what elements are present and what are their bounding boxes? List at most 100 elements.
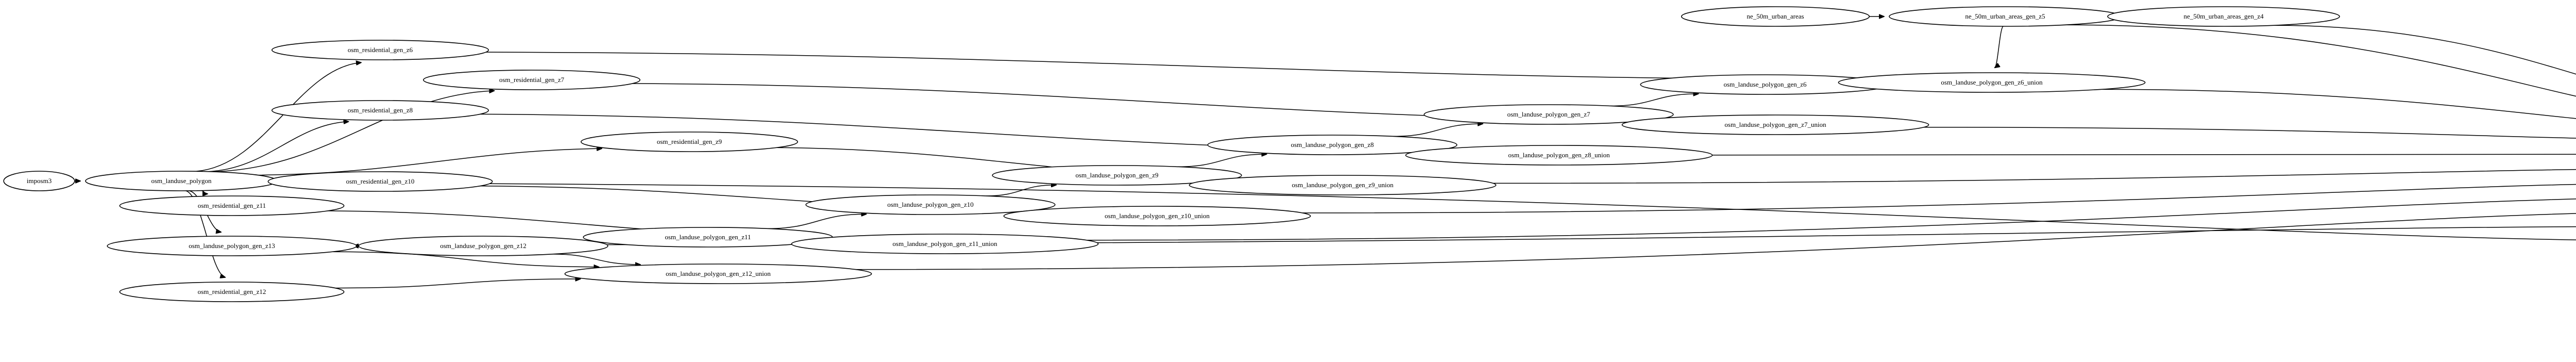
node-label: osm_landuse_polygon_gen_z13 — [189, 242, 275, 250]
node-layer: imposm3 osm_landuse_polygon osm_residentia… — [3, 6, 2340, 302]
graph-edge — [2274, 25, 2576, 75]
node-ellipse[interactable] — [107, 236, 357, 256]
node-ellipse[interactable] — [1405, 145, 1713, 166]
node-label: osm_landuse_polygon_gen_z8 — [1291, 141, 1374, 149]
graph-edge — [552, 254, 640, 265]
node-label: osm_residential_gen_z8 — [348, 106, 413, 114]
graph-edge — [2102, 89, 2576, 119]
graph-edge — [486, 52, 1840, 79]
node-ellipse[interactable] — [272, 40, 489, 60]
node-label: osm_landuse_polygon_gen_z12 — [440, 242, 527, 250]
node-ellipse[interactable] — [119, 282, 345, 302]
node-label: osm_landuse_polygon_gen_z12_union — [666, 270, 771, 277]
node-label: osm_residential_gen_z9 — [657, 138, 722, 145]
graph-node-osm_landuse_polygon_gen_z7[interactable]: osm_landuse_polygon_gen_z7 — [1423, 104, 1674, 125]
node-label: imposm3 — [27, 177, 52, 185]
graph-edge — [1610, 94, 1699, 107]
node-label: osm_landuse_polygon_gen_z9_union — [1292, 181, 1394, 189]
node-ellipse[interactable] — [3, 171, 75, 191]
node-label: ne_50m_urban_areas_gen_z5 — [1965, 12, 2045, 20]
graph-edge — [1493, 169, 2576, 184]
node-label: osm_landuse_polygon_gen_z10_union — [1105, 212, 1210, 220]
node-ellipse[interactable] — [1681, 6, 1870, 27]
graph-node-osm_landuse_polygon_gen_z6_union[interactable]: osm_landuse_polygon_gen_z6_union — [1838, 72, 2146, 93]
node-ellipse[interactable] — [992, 165, 1242, 186]
graph-node-osm_landuse_polygon_gen_z12[interactable]: osm_landuse_polygon_gen_z12 — [358, 236, 608, 256]
node-ellipse[interactable] — [1621, 114, 1929, 135]
node-label: ne_50m_urban_areas_gen_z4 — [2183, 12, 2264, 20]
graph-edge — [1924, 126, 2576, 139]
graph-node-osm_landuse_polygon[interactable]: osm_landuse_polygon — [85, 171, 278, 191]
node-ellipse[interactable] — [1423, 104, 1674, 125]
graph-edge — [208, 122, 348, 172]
graph-edge — [1393, 124, 1483, 137]
graph-node-ne_50m_urban_areas[interactable]: ne_50m_urban_areas — [1681, 6, 1870, 27]
node-label: ne_50m_urban_areas — [1747, 12, 1804, 20]
node-label: osm_landuse_polygon_gen_z6_union — [1941, 78, 2043, 86]
graph-edge — [196, 62, 362, 172]
node-ellipse[interactable] — [2107, 6, 2340, 27]
graph-node-osm_residential_gen_z10[interactable]: osm_residential_gen_z10 — [267, 171, 493, 192]
node-label: osm_residential_gen_z10 — [346, 177, 415, 185]
node-label: osm_landuse_polygon_gen_z9 — [1075, 171, 1158, 179]
graph-node-osm_residential_gen_z11[interactable]: osm_residential_gen_z11 — [119, 195, 345, 216]
edge-layer — [74, 17, 2576, 289]
node-label: osm_landuse_polygon_gen_z6 — [1723, 80, 1807, 88]
graph-node-osm_landuse_polygon_gen_z8[interactable]: osm_landuse_polygon_gen_z8 — [1207, 135, 1458, 155]
graph-edge — [855, 213, 2576, 270]
graph-node-osm_residential_gen_z9[interactable]: osm_residential_gen_z9 — [581, 131, 798, 152]
graph-node-ne_50m_urban_areas_gen_z5[interactable]: ne_50m_urban_areas_gen_z5 — [1889, 6, 2122, 27]
node-ellipse[interactable] — [1838, 72, 2146, 93]
graph-edge — [258, 149, 602, 176]
node-ellipse[interactable] — [564, 264, 872, 284]
graph-node-osm_landuse_polygon_gen_z11[interactable]: osm_landuse_polygon_gen_z11 — [583, 227, 833, 248]
graph-node-osm_landuse_polygon_gen_z10[interactable]: osm_landuse_polygon_gen_z10 — [805, 194, 1056, 215]
graph-node-osm_landuse_polygon_gen_z11_union[interactable]: osm_landuse_polygon_gen_z11_union — [791, 234, 1099, 254]
node-ellipse[interactable] — [119, 195, 345, 216]
node-ellipse[interactable] — [272, 100, 489, 121]
graph-node-osm_residential_gen_z6[interactable]: osm_residential_gen_z6 — [272, 40, 489, 60]
graph-node-osm_landuse_polygon_gen_z13[interactable]: osm_landuse_polygon_gen_z13 — [107, 236, 357, 256]
node-label: osm_landuse_polygon_gen_z7 — [1507, 110, 1590, 118]
graph-edge — [2065, 24, 2576, 97]
graph-edge — [213, 91, 494, 172]
node-ellipse[interactable] — [791, 234, 1099, 254]
graph-edge — [275, 183, 2576, 240]
graph-node-osm_residential_gen_z12[interactable]: osm_residential_gen_z12 — [119, 282, 345, 302]
graph-node-osm_landuse_polygon_gen_z12_union[interactable]: osm_landuse_polygon_gen_z12_union — [564, 264, 872, 284]
graph-node-osm_landuse_polygon_gen_z7_union[interactable]: osm_landuse_polygon_gen_z7_union — [1621, 114, 1929, 135]
node-label: osm_landuse_polygon_gen_z8_union — [1508, 151, 1610, 159]
node-ellipse[interactable] — [358, 236, 608, 256]
graph-node-imposm3[interactable]: imposm3 — [3, 171, 75, 191]
graph-node-ne_50m_urban_areas_gen_z4[interactable]: ne_50m_urban_areas_gen_z4 — [2107, 6, 2340, 27]
graph-edge — [1995, 26, 2004, 68]
graph-node-osm_landuse_polygon_gen_z9[interactable]: osm_landuse_polygon_gen_z9 — [992, 165, 1242, 186]
node-label: osm_landuse_polygon — [151, 177, 212, 185]
graph-node-osm_residential_gen_z7[interactable]: osm_residential_gen_z7 — [423, 70, 640, 90]
node-label: osm_residential_gen_z6 — [348, 46, 413, 54]
graph-edge — [986, 185, 1056, 196]
graph-edge — [1086, 199, 2576, 241]
graph-node-osm_landuse_polygon_gen_z10_union[interactable]: osm_landuse_polygon_gen_z10_union — [1003, 206, 1311, 226]
graph-edge — [767, 214, 867, 229]
node-ellipse[interactable] — [267, 171, 493, 192]
graph-edge — [1712, 154, 2576, 156]
graph-node-osm_landuse_polygon_gen_z9_union[interactable]: osm_landuse_polygon_gen_z9_union — [1189, 175, 1497, 195]
graph-node-osm_residential_gen_z8[interactable]: osm_residential_gen_z8 — [272, 100, 489, 121]
graph-edge — [185, 190, 226, 277]
node-ellipse[interactable] — [1003, 206, 1311, 226]
graph-edge — [1302, 184, 2576, 213]
graph-edge — [335, 279, 580, 289]
node-label: osm_landuse_polygon_gen_z7_union — [1724, 121, 1826, 128]
node-ellipse[interactable] — [581, 131, 798, 152]
node-ellipse[interactable] — [1189, 175, 1497, 195]
node-ellipse[interactable] — [805, 194, 1056, 215]
node-ellipse[interactable] — [423, 70, 640, 90]
graph-edge — [332, 251, 599, 267]
node-label: osm_landuse_polygon_gen_z11 — [665, 233, 751, 241]
node-ellipse[interactable] — [1207, 135, 1458, 155]
node-label: osm_landuse_polygon_gen_z11_union — [892, 240, 997, 248]
graph-node-osm_landuse_polygon_gen_z8_union[interactable]: osm_landuse_polygon_gen_z8_union — [1405, 145, 1713, 166]
